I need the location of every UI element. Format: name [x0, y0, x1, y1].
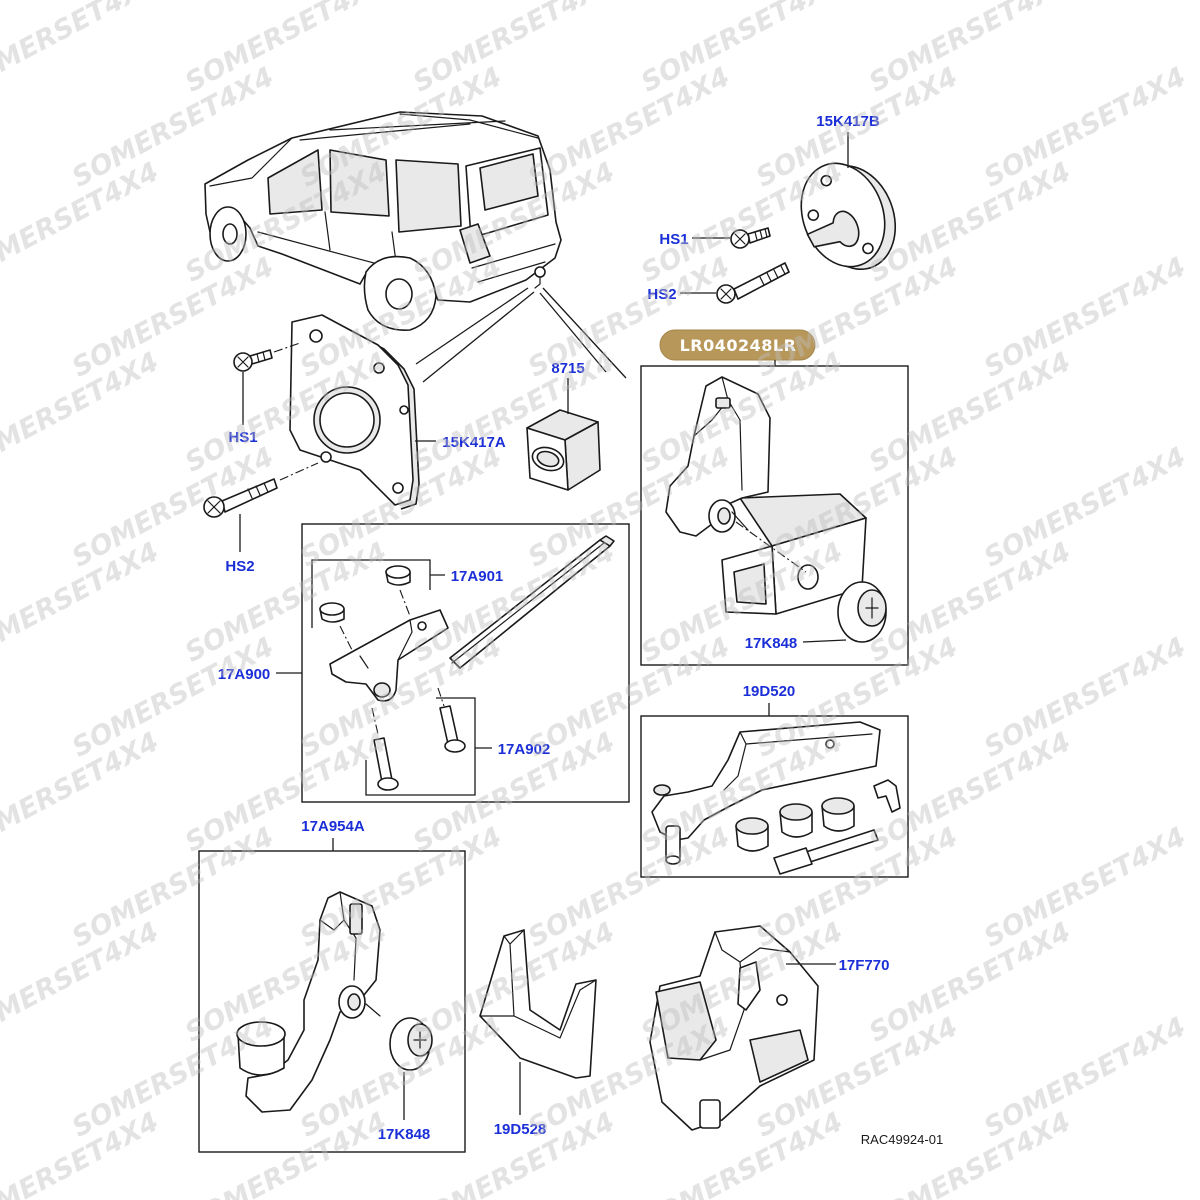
- tow-hitch-drawing: [665, 376, 887, 643]
- part-number-badge-text: LR040248LR: [680, 336, 797, 355]
- flange-plate-a-drawing: [289, 314, 420, 510]
- watermark-text: SOMERSET4X4: [864, 1106, 1076, 1200]
- flange-plate-b-drawing: [800, 162, 897, 271]
- electrics-kit-drawing: [651, 721, 901, 875]
- screw-hs1-left-drawing: [233, 342, 301, 372]
- watermark-text: SOMERSET4X4: [864, 536, 1076, 668]
- drawing-reference: RAC49924-01: [861, 1132, 943, 1147]
- callout-screw-hs1-left: HS1: [228, 429, 257, 446]
- watermark-text: SOMERSET4X4: [67, 821, 279, 953]
- screw-hs2-left-drawing: [203, 462, 319, 518]
- watermark-text: SOMERSET4X4: [979, 61, 1191, 193]
- watermark-text: SOMERSET4X4: [180, 0, 392, 99]
- tow-ball-frame: [198, 850, 466, 1153]
- bump-stop-bracket-line: [311, 559, 445, 628]
- watermark-text: SOMERSET4X4: [979, 631, 1191, 763]
- watermark-text: SOMERSET4X4: [979, 1011, 1191, 1143]
- watermark-text: SOMERSET4X4: [523, 61, 735, 193]
- callout-screw-hs2-top: HS2: [647, 286, 676, 303]
- watermark-text: SOMERSET4X4: [67, 631, 279, 763]
- callout-lock-barrel-bottom: 17K848: [378, 1126, 431, 1143]
- watermark-text: SOMERSET4X4: [979, 441, 1191, 573]
- callout-screw-hs2-left: HS2: [225, 558, 254, 575]
- watermark-text: SOMERSET4X4: [295, 821, 507, 953]
- watermark-text: SOMERSET4X4: [636, 0, 848, 99]
- callout-lock-barrel-top: 17K848: [745, 635, 798, 652]
- callout-screw-hs1-top: HS1: [659, 231, 688, 248]
- callout-tow-ball-assembly: 17A954A: [301, 818, 365, 835]
- tow-ball-drawing: [236, 891, 433, 1113]
- cap-drawing: [526, 409, 601, 491]
- callout-cover: 19D528: [494, 1121, 547, 1138]
- screw-hs2-top-drawing: [716, 262, 790, 304]
- watermark-text: SOMERSET4X4: [979, 821, 1191, 953]
- electrics-kit-frame: [640, 715, 909, 878]
- screw-hs1-top-drawing: [730, 227, 771, 249]
- leader-lock-barrel-top: [802, 639, 847, 643]
- watermark-text: SOMERSET4X4: [67, 1011, 279, 1143]
- cover-drawing: [479, 929, 597, 1079]
- callout-bracket-kit: 17A900: [218, 666, 271, 683]
- bracket-kit-frame: [301, 523, 630, 803]
- callout-cap: 8715: [551, 360, 584, 377]
- callout-bump-stop: 17A901: [451, 568, 504, 585]
- part-number-badge: LR040248LR: [659, 329, 816, 361]
- watermark-text: SOMERSET4X4: [979, 251, 1191, 383]
- callout-bolt: 17A902: [498, 741, 551, 758]
- watermark-text: SOMERSET4X4: [636, 1106, 848, 1200]
- watermark-text: SOMERSET4X4: [864, 916, 1076, 1048]
- callout-flange-plate-a: 15K417A: [442, 434, 506, 451]
- watermark-text: SOMERSET4X4: [523, 821, 735, 953]
- watermark-text: SOMERSET4X4: [408, 0, 620, 99]
- watermark-text: SOMERSET4X4: [180, 726, 392, 858]
- callout-mechanism: 17F770: [839, 957, 890, 974]
- watermark-text: SOMERSET4X4: [408, 536, 620, 668]
- watermark-text: SOMERSET4X4: [180, 1106, 392, 1200]
- watermark-text: SOMERSET4X4: [0, 0, 164, 99]
- bolt-bracket-line: [365, 697, 492, 796]
- vehicle-illustration: [204, 111, 562, 331]
- mechanism-drawing: [649, 925, 819, 1131]
- tow-hitch-frame: [640, 365, 909, 666]
- bracket-kit-drawing: [319, 535, 615, 791]
- tow-point-leader-lines: [415, 287, 627, 383]
- watermark-text: SOMERSET4X4: [864, 0, 1076, 99]
- callout-flange-plate-b: 15K417B: [816, 113, 880, 130]
- watermark-text: SOMERSET4X4: [67, 441, 279, 573]
- watermark-text: SOMERSET4X4: [523, 251, 735, 383]
- callout-electrics-kit: 19D520: [743, 683, 796, 700]
